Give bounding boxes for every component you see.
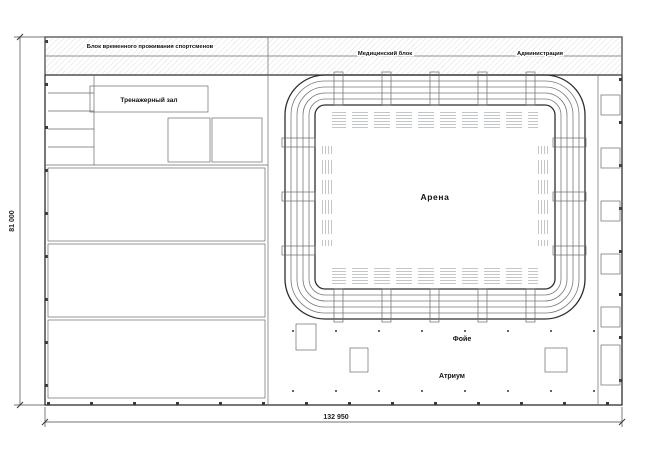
gym-room — [89, 85, 209, 113]
label-atrium: Атриум — [439, 373, 465, 380]
stair-core — [349, 347, 369, 373]
hall-1 — [47, 167, 266, 242]
label-foyer: Фойе — [453, 335, 472, 343]
right-rooms-strip — [597, 75, 621, 405]
left-wing — [45, 37, 269, 405]
label-arena: Арена — [421, 192, 450, 202]
service-room — [167, 117, 211, 163]
dimension-width-label: 132 950 — [323, 414, 348, 421]
label-athlete-block: Блок временного проживания спортсменов — [87, 44, 214, 50]
label-medical-block: Медицинский блок — [358, 50, 412, 57]
label-gym: Тренажерный зал — [120, 96, 177, 104]
arena-seating-rows — [320, 110, 550, 284]
arena-bowl — [281, 71, 587, 323]
stair-core — [295, 323, 317, 351]
top-rooms-strip — [44, 36, 623, 76]
dimension-height-label: 81 000 — [9, 210, 16, 232]
service-room — [211, 117, 263, 163]
hall-2 — [47, 243, 266, 318]
foyer-area — [292, 323, 596, 392]
dimension-bottom: 132 950 — [41, 407, 626, 427]
hall-3 — [47, 319, 266, 399]
label-administration: Администрация — [517, 51, 563, 57]
training-halls — [47, 167, 266, 399]
dimension-left: 81 000 — [8, 33, 45, 409]
stair-core — [544, 347, 568, 373]
